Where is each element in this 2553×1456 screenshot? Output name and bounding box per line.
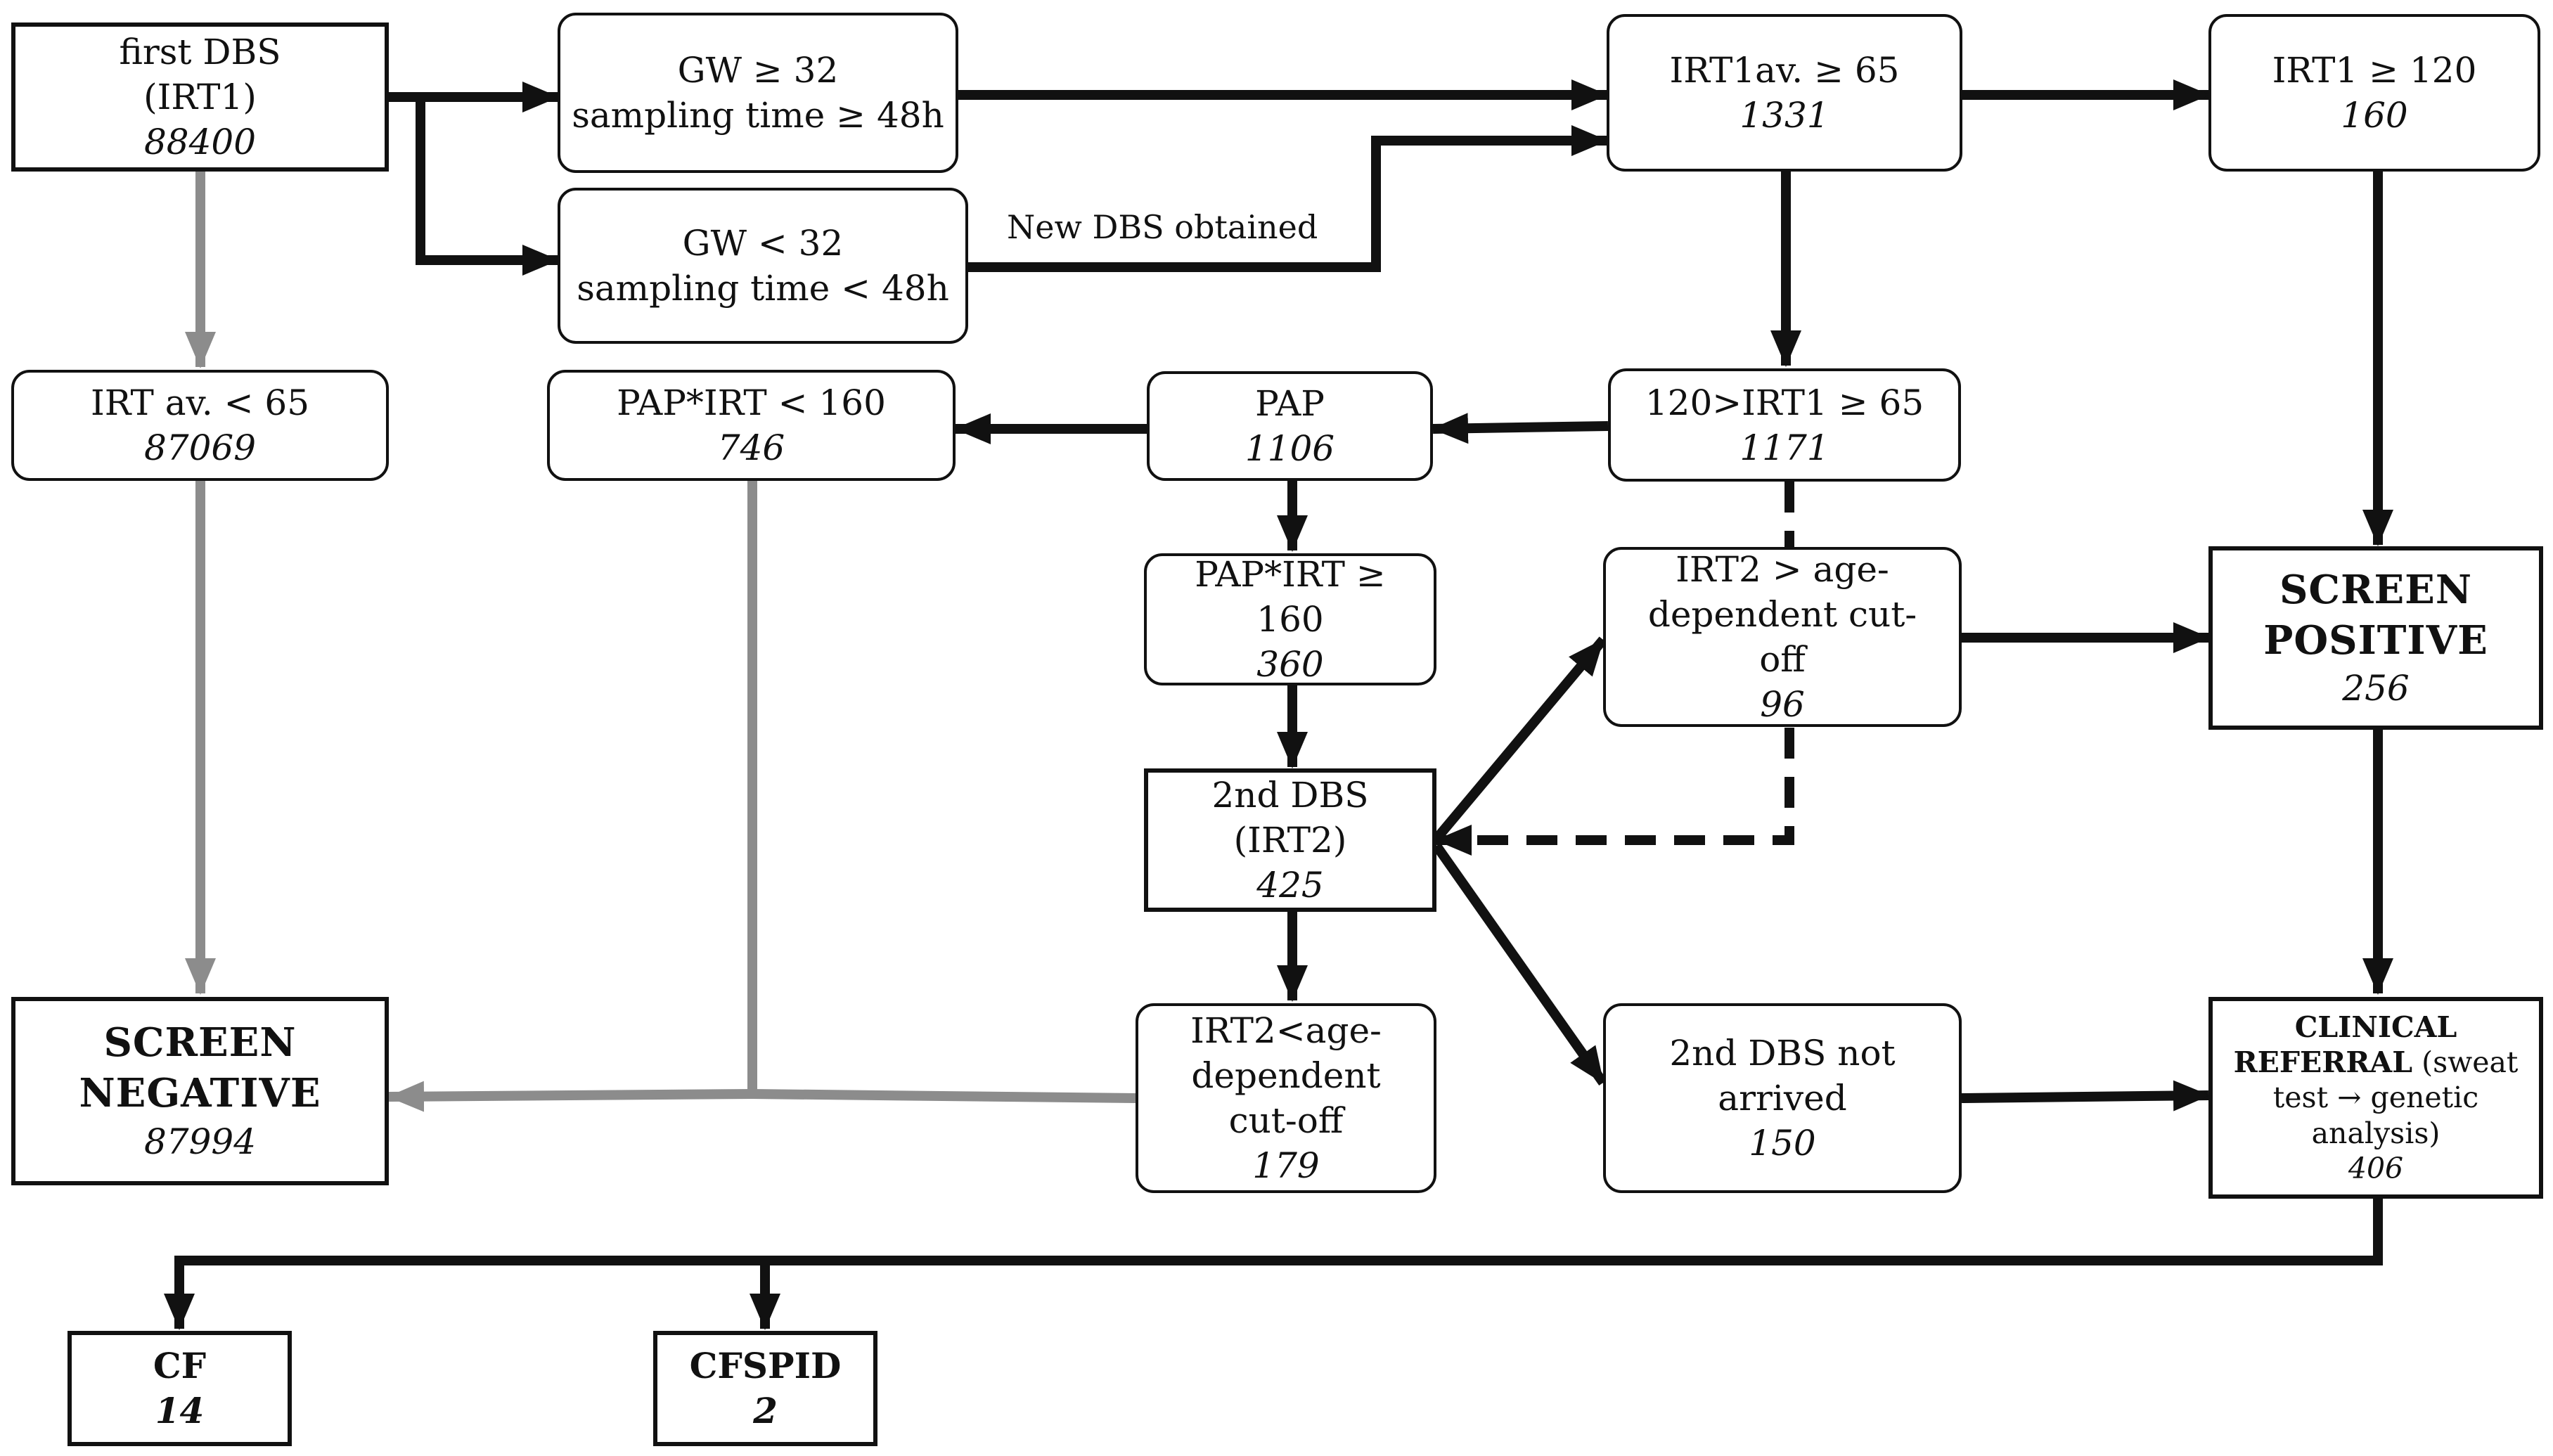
node-cf-line1: CF <box>153 1345 207 1386</box>
node-irt2-lt-count: 179 <box>1252 1145 1320 1186</box>
node-irt1av-ge65-line1: IRT1av. ≥ 65 <box>1669 50 1900 91</box>
node-irt2-lt-line1: IRT2<age- <box>1190 1010 1382 1051</box>
edge-irt2-lt-to-screen-negative <box>387 1081 1136 1112</box>
node-irt1-ge120: IRT1 ≥ 120 160 <box>2208 14 2540 172</box>
node-second-dbs-count: 425 <box>1256 865 1324 906</box>
node-irt2-gt-line3: off <box>1759 639 1806 680</box>
node-gw-ge32-line2: sampling time ≥ 48h <box>572 95 944 136</box>
edge-dbs-not-arrived-to-clinical-referral <box>1961 1080 2210 1112</box>
node-first-dbs: first DBS (IRT1) 88400 <box>11 22 389 172</box>
node-screen-negative-line2: NEGATIVE <box>79 1070 321 1116</box>
node-papirt-ge160-line2: 160 <box>1256 599 1324 640</box>
node-clinical-referral-line2: REFERRAL (sweat <box>2234 1045 2519 1080</box>
node-screen-positive-count: 256 <box>2342 668 2410 709</box>
node-irtav-lt65-count: 87069 <box>143 427 257 468</box>
node-irt2-lt-line2: dependent <box>1191 1055 1381 1096</box>
node-irt2-lt-line3: cut-off <box>1228 1100 1344 1141</box>
node-irt2-gt-line1: IRT2 > age- <box>1676 549 1889 590</box>
edge-clinical-referral-to-cf <box>164 1199 2383 1330</box>
node-screen-negative-count: 87994 <box>143 1121 257 1162</box>
node-irtav-lt65-line1: IRT av. < 65 <box>90 382 310 423</box>
node-dbs-not-arrived: 2nd DBS not arrived 150 <box>1603 1003 1962 1193</box>
node-irt2-gt: IRT2 > age- dependent cut- off 96 <box>1603 547 1962 727</box>
node-irt1av-ge65: IRT1av. ≥ 65 1331 <box>1607 14 1962 172</box>
node-papirt-lt160: PAP*IRT < 160 746 <box>547 370 956 481</box>
node-dbs-not-arrived-line1: 2nd DBS not <box>1669 1033 1896 1074</box>
node-clinical-referral-line3: test → genetic <box>2272 1081 2479 1115</box>
node-clinical-referral-line2-bold: REFERRAL <box>2233 1045 2413 1080</box>
node-clinical-referral-line4: analysis) <box>2311 1116 2441 1150</box>
node-irt1-mid-count: 1171 <box>1739 427 1829 468</box>
node-cfspid-line1: CFSPID <box>689 1345 842 1386</box>
node-screen-negative-line1: SCREEN <box>103 1019 297 1067</box>
node-dbs-not-arrived-count: 150 <box>1749 1123 1816 1164</box>
node-dbs-not-arrived-line2: arrived <box>1718 1078 1847 1119</box>
node-screen-positive: SCREEN POSITIVE 256 <box>2208 546 2543 730</box>
edge-second-dbs-to-dbs-not-arrived <box>1432 842 1607 1086</box>
node-papirt-ge160-line1: PAP*IRT ≥ <box>1195 554 1386 595</box>
node-papirt-lt160-count: 746 <box>717 427 785 468</box>
node-screen-positive-line1: SCREEN <box>2279 566 2473 613</box>
edge-irt1-mid-to-pap <box>1432 413 1609 444</box>
node-papirt-ge160-count: 360 <box>1256 644 1324 685</box>
node-gw-lt32-line2: sampling time < 48h <box>577 268 949 309</box>
node-irt1-mid-line1: 120>IRT1 ≥ 65 <box>1645 382 1924 423</box>
edge-label-new-dbs: New DBS obtained <box>1007 208 1318 246</box>
node-papirt-lt160-line1: PAP*IRT < 160 <box>617 382 886 423</box>
node-first-dbs-line2: (IRT1) <box>143 77 257 117</box>
node-cf: CF 14 <box>67 1331 292 1446</box>
node-irt2-lt: IRT2<age- dependent cut-off 179 <box>1136 1003 1436 1193</box>
node-irt1av-ge65-count: 1331 <box>1739 95 1829 136</box>
node-clinical-referral-line1: CLINICAL <box>2294 1010 2457 1045</box>
edge-second-dbs-to-irt2-gt <box>1432 636 1607 842</box>
node-pap-count: 1106 <box>1245 428 1335 469</box>
node-gw-lt32-line1: GW < 32 <box>682 223 844 264</box>
node-clinical-referral-count: 406 <box>2348 1151 2404 1185</box>
node-second-dbs-line1: 2nd DBS <box>1211 775 1369 816</box>
node-second-dbs: 2nd DBS (IRT2) 425 <box>1144 768 1436 912</box>
node-irt2-gt-line2: dependent cut- <box>1647 594 1917 635</box>
node-gw-lt32: GW < 32 sampling time < 48h <box>558 188 968 344</box>
node-clinical-referral-line2-rest: (sweat <box>2412 1045 2519 1080</box>
node-gw-ge32: GW ≥ 32 sampling time ≥ 48h <box>558 13 958 173</box>
node-cfspid: CFSPID 2 <box>653 1331 877 1446</box>
node-cfspid-count: 2 <box>753 1390 778 1431</box>
edge-first-dbs-to-gw-lt32 <box>416 97 559 276</box>
node-irt1-mid: 120>IRT1 ≥ 65 1171 <box>1608 368 1961 482</box>
node-second-dbs-line2: (IRT2) <box>1233 820 1347 861</box>
node-first-dbs-count: 88400 <box>143 122 257 162</box>
node-irt1-ge120-line1: IRT1 ≥ 120 <box>2272 50 2477 91</box>
node-clinical-referral: CLINICAL REFERRAL (sweat test → genetic … <box>2208 997 2543 1199</box>
node-irtav-lt65: IRT av. < 65 87069 <box>11 370 389 481</box>
node-pap: PAP 1106 <box>1147 371 1433 481</box>
node-screen-positive-line2: POSITIVE <box>2263 617 2488 664</box>
node-first-dbs-line1: first DBS <box>119 32 281 72</box>
node-irt1-ge120-count: 160 <box>2341 95 2408 136</box>
node-papirt-ge160: PAP*IRT ≥ 160 360 <box>1144 553 1436 685</box>
edge-gw-lt32-to-irt1av <box>968 125 1608 272</box>
node-pap-line1: PAP <box>1255 383 1325 424</box>
node-irt2-gt-count: 96 <box>1760 684 1805 725</box>
node-cf-count: 14 <box>155 1390 205 1431</box>
node-screen-negative: SCREEN NEGATIVE 87994 <box>11 997 389 1185</box>
node-gw-ge32-line1: GW ≥ 32 <box>677 50 839 91</box>
